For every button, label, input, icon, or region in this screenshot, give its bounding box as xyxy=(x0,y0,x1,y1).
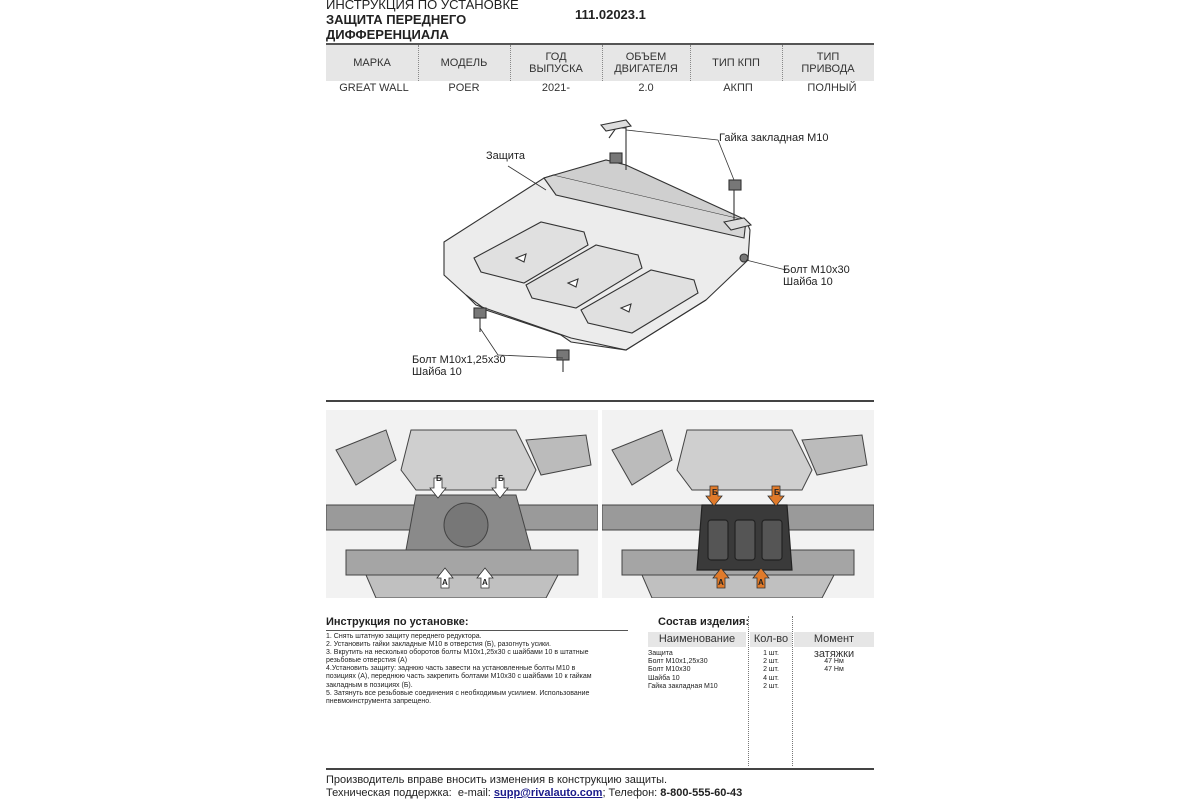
composition-item-qty: 2 шт. xyxy=(763,666,779,674)
photo-after-marker-b1: Б xyxy=(712,488,718,497)
doc-title-line2: ЗАЩИТА ПЕРЕДНЕГО xyxy=(326,12,467,27)
composition-item-torque: 47 Нм xyxy=(824,658,844,665)
footer-support: Техническая поддержка: e-mail: supp@riva… xyxy=(326,787,742,799)
composition-header-qty: Кол-во xyxy=(750,632,792,647)
photo-before-marker-b2: Б xyxy=(498,474,504,483)
product-code: 111.02023.1 xyxy=(575,7,646,22)
doc-title-line3: ДИФФЕРЕНЦИАЛА xyxy=(326,27,449,42)
spec-table-header: МАРКА МОДЕЛЬ ГОД ВЫПУСКА ОБЪЕМ ДВИГАТЕЛЯ… xyxy=(326,43,874,81)
spec-header-brand-text: МАРКА xyxy=(353,57,391,69)
spec-header-year: ГОД ВЫПУСКА xyxy=(510,45,602,81)
composition-names: Защита Болт М10х1,25х30 Болт М10х30 Шайб… xyxy=(648,650,748,691)
composition-col-sep-1 xyxy=(748,616,749,766)
spec-header-gearbox: ТИП КПП xyxy=(690,45,782,81)
section-divider xyxy=(326,400,874,402)
spec-header-model: МОДЕЛЬ xyxy=(418,45,510,81)
composition-item-qty: 4 шт. xyxy=(763,674,779,682)
composition-header-name: Наименование xyxy=(648,632,746,647)
instruction-line: позициях (А), переднюю часть закрепить б… xyxy=(326,673,592,681)
composition-item-name: Болт М10х1,25х30 xyxy=(648,658,708,666)
label-shield: Защита xyxy=(486,150,525,162)
composition-col-sep-2 xyxy=(792,616,793,766)
spec-header-brand: МАРКА xyxy=(326,45,418,81)
photo-after-marker-b2: Б xyxy=(774,488,780,497)
instructions-list: 1. Снять штатную защиту переднего редукт… xyxy=(326,633,636,706)
footer-divider xyxy=(326,768,874,770)
label-bolt-m10x125x30: Болт М10х1,25х30 xyxy=(412,354,506,366)
footer-note: Производитель вправе вносить изменения в… xyxy=(326,774,668,786)
instruction-line: резьбовые отверстия (А) xyxy=(326,657,408,665)
spec-value-gearbox: АКПП xyxy=(723,82,753,94)
footer-phone-prefix: ; Телефон: xyxy=(602,787,661,799)
photo-after-marker-a1: А xyxy=(718,578,724,587)
spec-header-gearbox-text: ТИП КПП xyxy=(712,57,760,69)
instruction-line: закладным в позициях (Б). xyxy=(326,681,413,689)
composition-item-qty: 2 шт. xyxy=(763,682,779,690)
spec-value-engine: 2.0 xyxy=(638,82,654,94)
spec-value-year: 2021- xyxy=(541,82,571,94)
composition-item-name: Шайба 10 xyxy=(648,674,680,682)
photo-before-installation xyxy=(326,410,598,598)
composition-header-torque: Момент затяжки xyxy=(794,632,874,660)
composition-item-name: Болт М10х30 xyxy=(648,666,691,674)
label-cage-nut: Гайка закладная М10 xyxy=(719,132,829,144)
spec-value-model: POER xyxy=(448,82,480,94)
instruction-line: 3. Вкрутить на несколько оборотов болты … xyxy=(326,649,589,657)
spec-value-drive: ПОЛНЫЙ xyxy=(807,82,857,94)
spec-header-model-text: МОДЕЛЬ xyxy=(440,57,488,69)
spec-header-engine-text: ОБЪЕМ ДВИГАТЕЛЯ xyxy=(614,51,678,75)
instruction-line: пневмоинструмента запрещено. xyxy=(326,697,432,705)
instruction-line: 5. Затянуть все резьбовые соединения с н… xyxy=(326,689,590,697)
instructions-rule xyxy=(326,630,628,631)
footer-support-prefix: Техническая поддержка: e-mail: xyxy=(326,787,494,799)
composition-item-name: Гайка закладная М10 xyxy=(648,682,718,690)
label-washer-right: Шайба 10 xyxy=(783,276,833,288)
photo-after-installation xyxy=(602,410,874,598)
photo-before-marker-b1: Б xyxy=(436,474,442,483)
exploded-diagram xyxy=(443,119,787,372)
composition-torque: 47 Нм 47 Нм xyxy=(794,658,874,674)
composition-item-torque: 47 Нм xyxy=(824,666,844,674)
composition-item-qty: 1 шт. xyxy=(763,650,779,657)
spec-header-drive-text: ТИП ПРИВОДА xyxy=(801,51,855,75)
instructions-title: Инструкция по установке: xyxy=(326,616,469,628)
instruction-line: 1. Снять штатную защиту переднего редукт… xyxy=(326,633,482,640)
composition-item-name: Защита xyxy=(648,650,673,657)
doc-title-line1: ИНСТРУКЦИЯ ПО УСТАНОВКЕ xyxy=(326,0,519,12)
label-washer-left: Шайба 10 xyxy=(412,366,462,378)
photo-after-marker-a2: А xyxy=(758,578,764,587)
spec-value-brand: GREAT WALL xyxy=(339,82,409,94)
composition-item-qty: 2 шт. xyxy=(763,658,779,666)
composition-qty: 1 шт. 2 шт. 2 шт. 4 шт. 2 шт. xyxy=(750,650,792,691)
composition-title: Состав изделия: xyxy=(658,616,750,628)
spec-header-year-text: ГОД ВЫПУСКА xyxy=(529,51,583,75)
spec-header-drive: ТИП ПРИВОДА xyxy=(782,45,874,81)
support-phone: 8-800-555-60-43 xyxy=(660,787,743,799)
spec-header-engine: ОБЪЕМ ДВИГАТЕЛЯ xyxy=(602,45,690,81)
photo-before-marker-a1: А xyxy=(442,578,448,587)
instruction-line: 4.Установить защиту: заднюю часть завест… xyxy=(326,665,576,673)
photo-before-marker-a2: А xyxy=(482,578,488,587)
label-bolt-m10x30: Болт М10х30 xyxy=(783,264,850,276)
support-email-link[interactable]: supp@rivalauto.com xyxy=(493,787,603,799)
instruction-line: 2. Установить гайки закладные М10 в отве… xyxy=(326,641,551,649)
